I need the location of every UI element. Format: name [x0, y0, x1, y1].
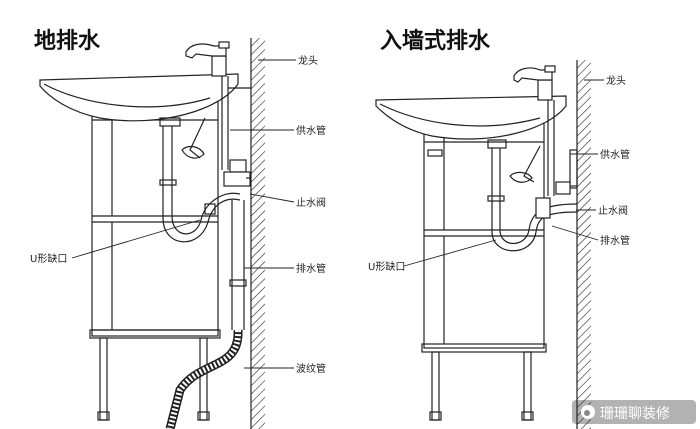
right-label-supply-pipe: 供水管 [600, 148, 630, 161]
right-title: 入墙式排水 [380, 28, 491, 54]
left-leaders [71, 59, 296, 369]
left-u-bend [159, 126, 241, 243]
left-faucet-icon [185, 41, 230, 77]
watermark-text: 珊珊聊装修 [600, 406, 670, 422]
weibo-logo-icon [581, 405, 595, 419]
left-label-drain-pipe: 排水管 [296, 262, 326, 275]
left-label-stop-valve: 止水阀 [296, 196, 326, 209]
right-stop-valve [555, 181, 577, 195]
left-drain-pipe [229, 200, 247, 330]
right-label-drain-pipe: 排水管 [600, 234, 630, 247]
right-leaders [403, 79, 604, 267]
left-label-corrugated-hose: 波纹管 [296, 362, 326, 375]
left-label-u-bend: U形缺口 [30, 252, 67, 265]
watermark: 珊珊聊装修 [572, 400, 696, 424]
left-stop-valve [223, 159, 251, 187]
right-label-u-bend: U形缺口 [368, 260, 405, 273]
right-supply-pipe [509, 100, 578, 196]
right-label-stop-valve: 止水阀 [598, 204, 628, 217]
right-cabinet [421, 111, 547, 421]
right-faucet-icon [513, 65, 556, 101]
left-basin [39, 73, 239, 127]
right-u-bend [487, 148, 578, 252]
right-wall [576, 60, 591, 429]
right-basin [375, 95, 567, 149]
right-label-faucet: 龙头 [606, 74, 626, 87]
left-corrugated-hose [165, 329, 243, 429]
left-cabinet [89, 87, 221, 421]
left-diagram: 地排水 [34, 28, 296, 429]
left-title: 地排水 [34, 28, 101, 54]
right-diagram: 入墙式排水 [375, 28, 604, 429]
left-label-supply-pipe: 供水管 [296, 124, 326, 137]
left-wall [250, 38, 265, 429]
left-label-faucet: 龙头 [298, 54, 318, 67]
left-supply-pipe [181, 76, 251, 170]
